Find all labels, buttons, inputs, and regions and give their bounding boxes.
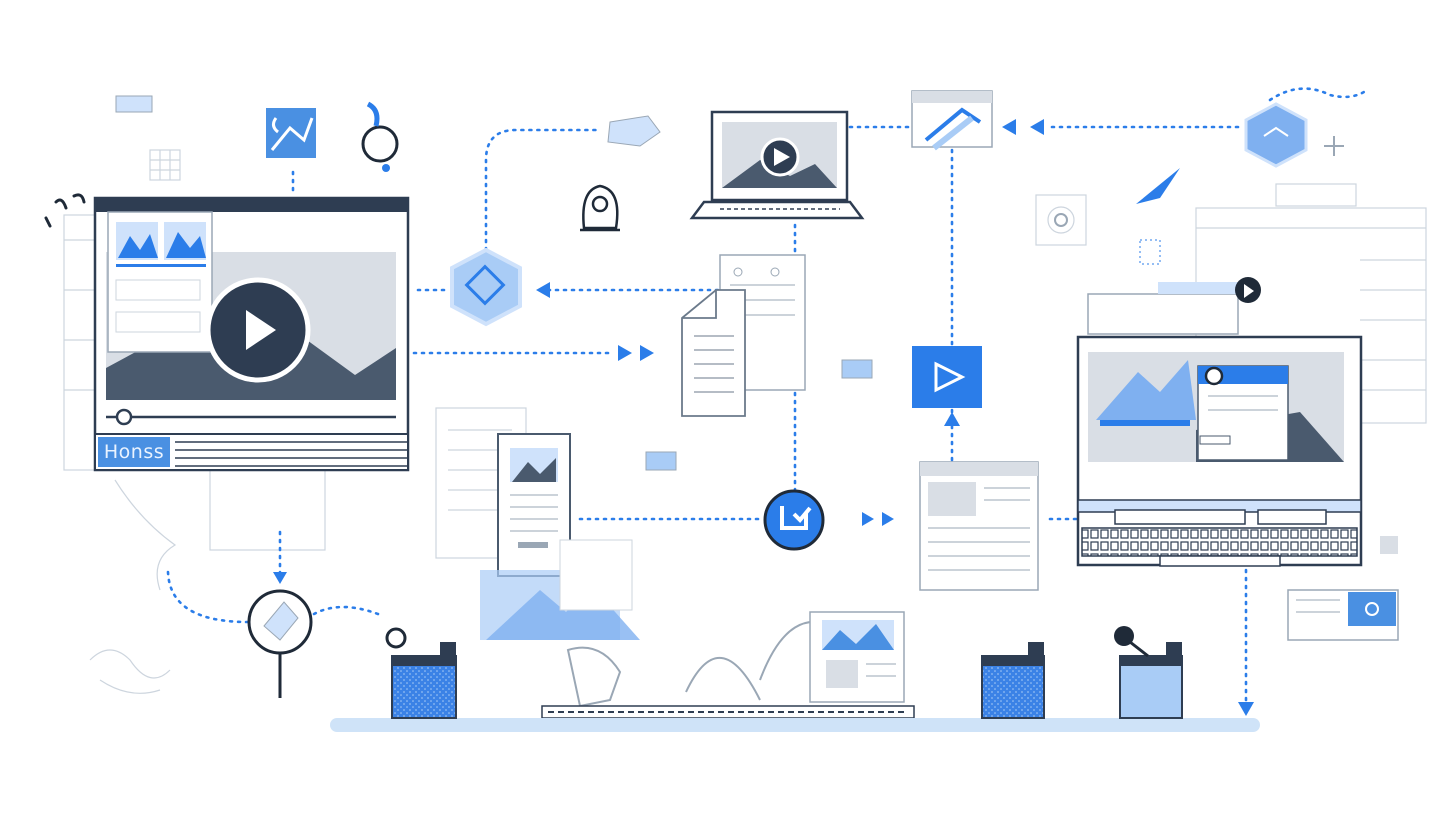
arrow-right-icon [862,512,894,526]
scrubber-handle [117,410,131,424]
magnifier-icon [249,591,311,698]
sparkle-marks [46,195,84,226]
card-icon [608,116,660,146]
video-player-window [95,198,408,470]
pin-icon [387,629,405,647]
desktop-monitor [1078,282,1361,566]
hexagon-node-icon [1246,104,1306,166]
storage-bin [1114,626,1182,718]
arrow-left-icon [1002,119,1044,135]
gallery-card-icon [266,108,316,158]
play-icon [208,280,308,380]
video-caption-label: Honss [98,437,170,467]
hexagon-node-icon [452,250,520,324]
article-card [498,434,570,576]
play-button[interactable] [912,346,982,408]
report-document [920,462,1038,590]
document-stack [682,255,805,416]
notification-card [1288,590,1398,640]
tag-icon [116,96,152,112]
browser-thumbnail [912,91,992,148]
storage-bin [392,642,456,718]
arrow-left-icon [536,282,550,298]
dialog-box [1198,366,1288,460]
gear-icon [1055,214,1067,226]
play-icon [762,139,798,175]
document-icon [682,290,745,416]
thumbnail-panel [108,212,212,352]
download-icon[interactable] [765,491,823,549]
robot-icon [580,186,620,230]
cursor-icon [1235,277,1261,303]
ground-platform [330,718,1260,732]
storage-bin [982,642,1044,718]
bulb-icon [363,104,397,172]
arrow-right-icon [618,345,654,361]
laptop-video [692,112,862,218]
paper-plane-icon [1136,168,1180,204]
